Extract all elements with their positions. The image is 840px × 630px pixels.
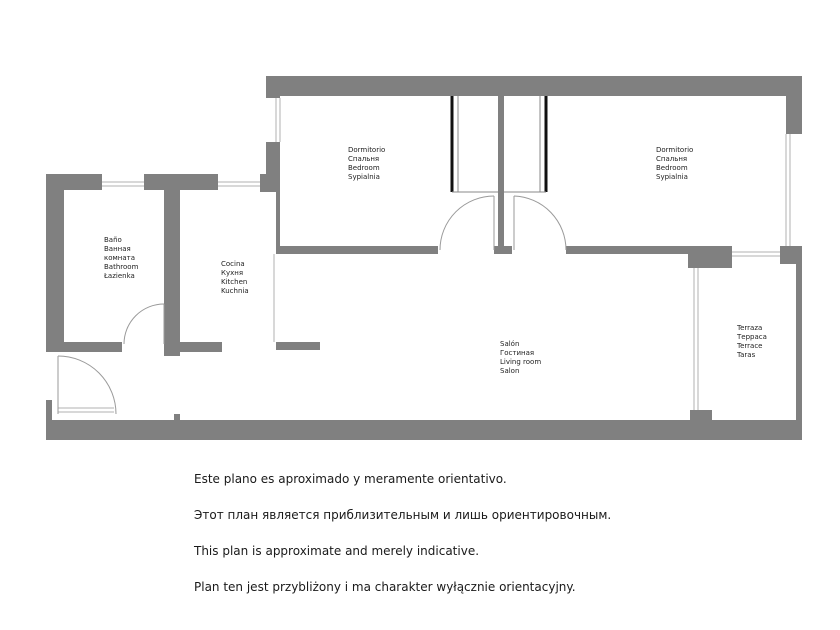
wall (164, 342, 222, 352)
walls (46, 76, 802, 440)
room-label-bathroom: Baño Ванная комната Bathroom Łazienka (103, 236, 141, 280)
disclaimer-english: This plan is approximate and merely indi… (194, 544, 480, 558)
wall (164, 174, 180, 356)
wall (276, 246, 438, 254)
door-swing (513, 195, 567, 251)
room-label-living-room: Salón Гостиная Living room Salon (500, 340, 543, 375)
wall (276, 190, 280, 250)
floor-plan: Dormitorio Спальня Bedroom Sypialnia Dor… (46, 76, 802, 440)
door-swing (123, 303, 165, 345)
closets (450, 96, 548, 193)
wall (266, 76, 802, 96)
wall (276, 342, 320, 350)
doors (57, 195, 567, 415)
room-label-terrace: Terraza Терраса Terrace Taras (736, 324, 769, 359)
windows (58, 98, 791, 413)
wall (498, 96, 504, 252)
room-label-kitchen: Cocina Кухня Kitchen Kuchnia (221, 260, 250, 295)
wall (46, 174, 64, 352)
disclaimer-polish: Plan ten jest przybliżony i ma charakter… (194, 580, 576, 594)
disclaimer-russian: Этот план является приблизительным и лиш… (194, 508, 612, 522)
wall (796, 246, 802, 440)
door-swing (57, 355, 117, 415)
wall (566, 246, 690, 254)
wall (786, 76, 802, 134)
wall (46, 400, 52, 440)
wall (260, 174, 280, 192)
room-label-bedroom-right: Dormitorio Спальня Bedroom Sypialnia (656, 146, 696, 181)
wall (46, 420, 802, 440)
wall (174, 414, 180, 424)
wall (688, 246, 732, 268)
room-labels: Dormitorio Спальня Bedroom Sypialnia Dor… (103, 146, 769, 375)
disclaimer-spanish: Este plano es aproximado y meramente ori… (194, 472, 507, 486)
door-swing (439, 195, 495, 251)
wall (144, 174, 218, 190)
wall (46, 342, 122, 352)
wall (266, 76, 280, 98)
room-label-bedroom-left: Dormitorio Спальня Bedroom Sypialnia (348, 146, 388, 181)
